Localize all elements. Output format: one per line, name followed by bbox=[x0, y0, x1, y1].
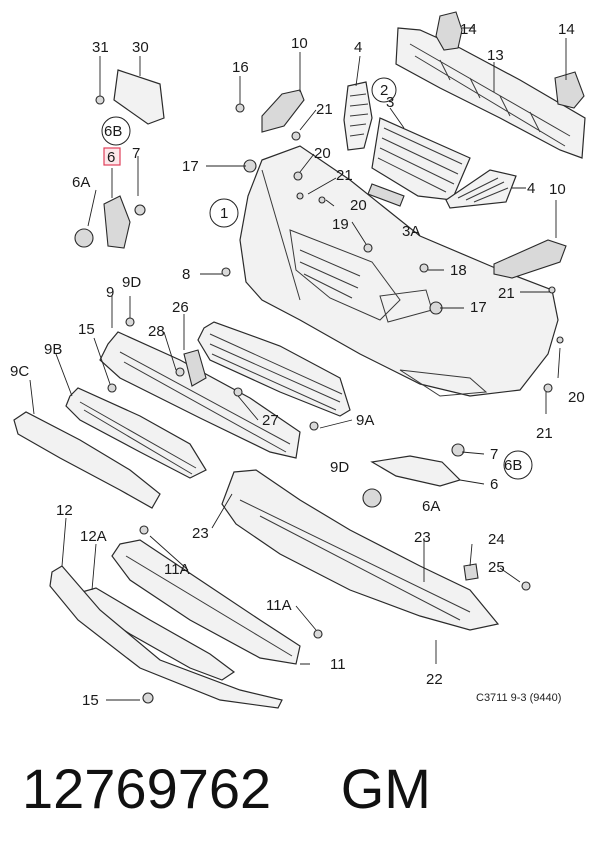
lip-part-12 bbox=[49, 565, 283, 709]
label-20-top: 20 bbox=[314, 145, 331, 162]
label-11a-bottom: 11A bbox=[266, 597, 292, 614]
grille-part-3 bbox=[371, 117, 471, 201]
bracket-part-24 bbox=[463, 563, 479, 581]
label-30: 30 bbox=[132, 39, 149, 56]
label-12a: 12A bbox=[80, 528, 107, 545]
label-14-right: 14 bbox=[558, 21, 575, 38]
label-6a-bottom: 6A bbox=[422, 498, 440, 515]
exploded-parts-diagram: 31 30 16 10 4 14 13 14 2 3 21 6B 6 7 17 … bbox=[10, 11, 586, 709]
undertray-part-22 bbox=[221, 469, 500, 631]
label-2: 2 bbox=[380, 82, 388, 99]
diagram-caption: C3711 9-3 (9440) bbox=[476, 692, 562, 704]
part-number: 12769762 bbox=[22, 757, 272, 820]
label-11: 11 bbox=[330, 656, 346, 673]
label-18: 18 bbox=[450, 262, 467, 279]
label-12: 12 bbox=[56, 502, 73, 519]
bumper-cover-part-1 bbox=[239, 145, 559, 397]
label-20-right: 20 bbox=[568, 389, 585, 406]
group-marker-1 bbox=[209, 198, 239, 228]
bracket-part-10-left bbox=[261, 89, 305, 133]
label-6a-top: 6A bbox=[72, 174, 90, 191]
label-25: 25 bbox=[488, 559, 505, 576]
fog-lamp-bezel-part-6 bbox=[370, 455, 462, 487]
label-21-top: 21 bbox=[316, 101, 333, 118]
label-15-top: 15 bbox=[78, 321, 95, 338]
highlight-part-6 bbox=[103, 147, 121, 166]
label-17-top: 17 bbox=[182, 158, 199, 175]
label-10-top: 10 bbox=[291, 35, 308, 52]
label-9a: 9A bbox=[356, 412, 374, 429]
lower-grille-part-9a bbox=[197, 321, 351, 417]
group-marker-2 bbox=[371, 77, 397, 103]
bracket-part-6 bbox=[103, 195, 131, 249]
label-11a-top: 11A bbox=[164, 561, 190, 578]
license-plate-bracket-part-30 bbox=[113, 69, 165, 125]
label-24: 24 bbox=[488, 531, 505, 548]
grille-trim-part-9 bbox=[99, 331, 301, 459]
side-grille-part-4-left bbox=[343, 81, 373, 151]
label-1: 1 bbox=[220, 205, 228, 222]
label-28: 28 bbox=[148, 323, 165, 340]
label-9c: 9C bbox=[10, 363, 29, 380]
label-6-top: 6 bbox=[107, 149, 115, 166]
label-8: 8 bbox=[182, 266, 190, 283]
label-13: 13 bbox=[487, 47, 504, 64]
bracket-part-14-right bbox=[554, 71, 585, 109]
label-26: 26 bbox=[172, 299, 189, 316]
label-9b: 9B bbox=[44, 341, 62, 358]
label-4-top: 4 bbox=[354, 39, 362, 56]
grille-insert-part-9b bbox=[65, 387, 207, 479]
label-9: 9 bbox=[106, 284, 114, 301]
label-21-bottom: 21 bbox=[536, 425, 553, 442]
bracket-part-10-right bbox=[493, 239, 567, 279]
clip-parts bbox=[74, 95, 564, 704]
group-marker-6b-bottom bbox=[503, 450, 533, 480]
label-7-right: 7 bbox=[490, 446, 498, 463]
part-number-footer: 12769762 GM bbox=[22, 756, 431, 821]
spoiler-part-11 bbox=[111, 539, 301, 665]
label-23-left: 23 bbox=[192, 525, 209, 542]
label-14-left: 14 bbox=[460, 21, 477, 38]
label-22: 22 bbox=[426, 671, 443, 688]
label-3a: 3A bbox=[402, 223, 420, 240]
label-17-right: 17 bbox=[470, 299, 487, 316]
brand-name: GM bbox=[340, 757, 431, 820]
label-15-bottom: 15 bbox=[82, 692, 99, 709]
leader-lines bbox=[29, 27, 567, 701]
label-16: 16 bbox=[232, 59, 249, 76]
label-20-mid: 20 bbox=[350, 197, 367, 214]
label-6-right: 6 bbox=[490, 476, 498, 493]
label-7-top: 7 bbox=[132, 145, 140, 162]
label-21-mid: 21 bbox=[336, 167, 353, 184]
label-27: 27 bbox=[262, 412, 279, 429]
bracket-part-26 bbox=[183, 349, 207, 387]
label-6b-bottom: 6B bbox=[504, 457, 522, 474]
label-3: 3 bbox=[386, 94, 394, 111]
emblem-part-3a bbox=[367, 183, 405, 207]
label-31: 31 bbox=[92, 39, 109, 56]
label-6b-top: 6B bbox=[104, 123, 122, 140]
label-21-right: 21 bbox=[498, 285, 515, 302]
lower-trim-part-9c bbox=[13, 411, 161, 509]
label-19: 19 bbox=[332, 216, 349, 233]
label-4-right: 4 bbox=[527, 180, 535, 197]
label-10-right: 10 bbox=[549, 181, 566, 198]
group-marker-6b-top bbox=[101, 116, 131, 146]
bracket-part-14-left bbox=[435, 11, 463, 51]
label-9d-bottom: 9D bbox=[330, 459, 349, 476]
side-grille-part-4-right bbox=[445, 169, 517, 209]
label-23-right: 23 bbox=[414, 529, 431, 546]
part-labels: 31 30 16 10 4 14 13 14 2 3 21 6B 6 7 17 … bbox=[10, 21, 585, 709]
label-9d-top: 9D bbox=[122, 274, 141, 291]
